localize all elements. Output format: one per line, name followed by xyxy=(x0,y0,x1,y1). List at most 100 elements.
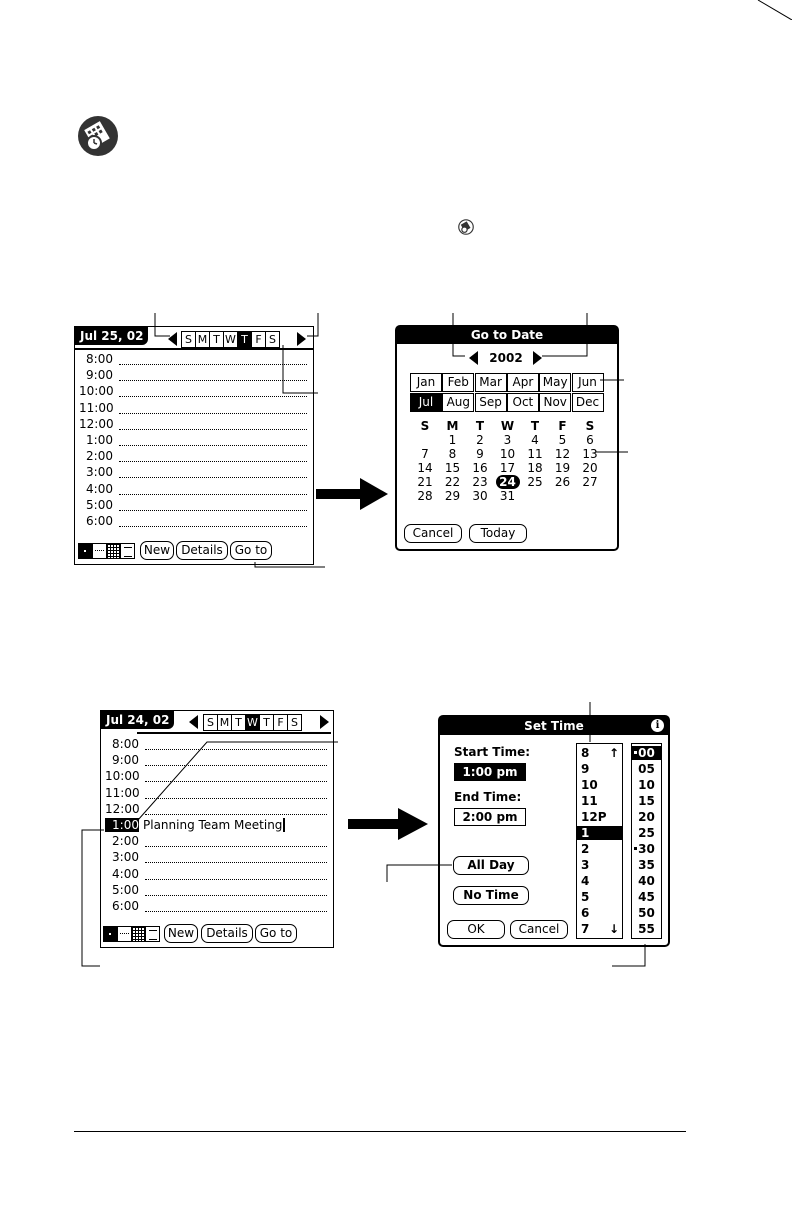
time-slot[interactable]: 5:00 xyxy=(105,883,327,899)
calendar-day[interactable]: 29 xyxy=(444,489,461,503)
hour-option[interactable]: 1 xyxy=(577,826,622,840)
calendar-day[interactable]: 26 xyxy=(554,475,571,489)
hour-option[interactable]: 11 xyxy=(581,794,598,808)
month-cell[interactable]: Jun xyxy=(571,373,604,392)
minute-option[interactable]: 00 xyxy=(632,746,661,760)
calendar-day[interactable]: 16 xyxy=(472,461,488,475)
calendar-day[interactable]: 21 xyxy=(417,475,433,489)
month-cell[interactable]: Apr xyxy=(506,373,539,392)
time-slot[interactable]: 4:00 xyxy=(105,867,327,883)
day-button[interactable]: W xyxy=(223,331,238,348)
time-slot[interactable]: 6:00 xyxy=(105,899,327,915)
time-slot[interactable]: 11:00 xyxy=(105,786,327,802)
info-icon[interactable]: i xyxy=(651,719,664,732)
calendar-day[interactable]: 22 xyxy=(444,475,461,489)
prev-week-arrow[interactable] xyxy=(189,715,198,729)
day-button[interactable]: S xyxy=(287,714,302,731)
goto-button[interactable]: Go to xyxy=(230,541,272,560)
time-slot[interactable]: 6:00 xyxy=(79,514,307,530)
calendar-day[interactable]: 24 xyxy=(495,475,520,489)
calendar-day[interactable]: 11 xyxy=(527,447,543,461)
calendar-day[interactable]: 9 xyxy=(476,447,484,461)
ok-button[interactable]: OK xyxy=(447,920,505,939)
hour-option[interactable]: 10 xyxy=(581,778,598,792)
day-button[interactable]: M xyxy=(195,331,210,348)
calendar-day[interactable]: 4 xyxy=(531,433,539,447)
calendar-day[interactable]: 17 xyxy=(499,461,516,475)
next-year-arrow[interactable] xyxy=(533,351,542,365)
time-slot[interactable]: 10:00 xyxy=(79,384,307,400)
calendar-day[interactable]: 31 xyxy=(499,489,516,503)
hour-option[interactable]: 12P xyxy=(581,810,607,824)
month-cell[interactable]: Feb xyxy=(442,373,475,392)
minute-option[interactable]: 20 xyxy=(638,810,655,824)
time-slot[interactable]: 10:00 xyxy=(105,769,327,785)
month-cell[interactable]: Jul xyxy=(410,393,442,412)
end-time-field[interactable]: 2:00 pm xyxy=(454,808,526,826)
details-button[interactable]: Details xyxy=(201,924,253,943)
time-slot[interactable]: 9:00 xyxy=(105,753,327,769)
hour-option[interactable]: 7 xyxy=(581,922,590,936)
calendar-day[interactable]: 23 xyxy=(472,475,488,489)
time-slot[interactable]: 1:00 xyxy=(79,433,307,449)
calendar-day[interactable]: 15 xyxy=(444,461,461,475)
time-slot[interactable]: 8:00 xyxy=(105,737,327,753)
agenda-view-button[interactable] xyxy=(145,926,160,942)
hour-option[interactable]: 2 xyxy=(581,842,590,856)
hour-option[interactable]: 4 xyxy=(581,874,590,888)
calendar-day[interactable]: 13 xyxy=(582,447,598,461)
calendar-day[interactable]: 8 xyxy=(448,447,457,461)
calendar-day[interactable]: 30 xyxy=(472,489,488,503)
new-button[interactable]: New xyxy=(164,924,198,943)
calendar-day[interactable]: 10 xyxy=(499,447,516,461)
calendar-day[interactable]: 25 xyxy=(527,475,543,489)
calendar-day[interactable]: 12 xyxy=(554,447,571,461)
calendar-day[interactable]: 5 xyxy=(558,433,567,447)
day-button[interactable]: S xyxy=(265,331,280,348)
month-cell[interactable]: Sep xyxy=(474,393,507,412)
minute-option[interactable]: 10 xyxy=(638,778,655,792)
hour-option[interactable]: 9 xyxy=(581,762,590,776)
minute-option[interactable]: 50 xyxy=(638,906,655,920)
today-button[interactable]: Today xyxy=(469,524,527,543)
minute-option[interactable]: 55 xyxy=(638,922,655,936)
agenda-view-button[interactable] xyxy=(120,543,135,559)
month-cell[interactable]: May xyxy=(539,373,572,392)
minute-option[interactable]: 15 xyxy=(638,794,655,808)
minute-option[interactable]: 25 xyxy=(638,826,655,840)
time-slot[interactable]: 3:00 xyxy=(79,465,307,481)
next-week-arrow[interactable] xyxy=(297,332,306,346)
event-description[interactable]: Planning Team Meeting xyxy=(143,818,286,832)
hour-option[interactable]: 8 xyxy=(581,746,590,760)
calendar-day[interactable]: 20 xyxy=(582,461,598,475)
start-time-field[interactable]: 1:00 pm xyxy=(454,763,526,781)
calendar-day[interactable]: 14 xyxy=(417,461,433,475)
goto-button[interactable]: Go to xyxy=(255,924,297,943)
new-button[interactable]: New xyxy=(140,541,174,560)
time-slot[interactable]: 3:00 xyxy=(105,850,327,866)
scroll-up-arrow-icon[interactable]: ↑ xyxy=(608,746,619,760)
time-slot[interactable]: 12:00 xyxy=(105,802,327,818)
time-slot[interactable]: 5:00 xyxy=(79,498,307,514)
hour-option[interactable]: 6 xyxy=(581,906,590,920)
minute-option[interactable]: 45 xyxy=(638,890,655,904)
minute-option[interactable]: 35 xyxy=(638,858,655,872)
prev-year-arrow[interactable] xyxy=(469,351,478,365)
calendar-day[interactable]: 18 xyxy=(527,461,543,475)
calendar-day[interactable]: 7 xyxy=(421,447,429,461)
hour-option[interactable]: 5 xyxy=(581,890,590,904)
date-title[interactable]: Jul 25, 02 xyxy=(75,327,149,345)
calendar-day[interactable]: 2 xyxy=(476,433,484,447)
time-slot[interactable]: 4:00 xyxy=(79,482,307,498)
calendar-day[interactable]: 27 xyxy=(582,475,598,489)
hour-option[interactable]: 3 xyxy=(581,858,590,872)
day-button[interactable]: T xyxy=(259,714,274,731)
month-cell[interactable]: Aug xyxy=(442,393,475,412)
calendar-day[interactable]: 3 xyxy=(503,433,512,447)
details-button[interactable]: Details xyxy=(176,541,228,560)
calendar-day[interactable]: 1 xyxy=(448,433,457,447)
cancel-button[interactable]: Cancel xyxy=(404,524,462,543)
time-slot[interactable]: 8:00 xyxy=(79,352,307,368)
